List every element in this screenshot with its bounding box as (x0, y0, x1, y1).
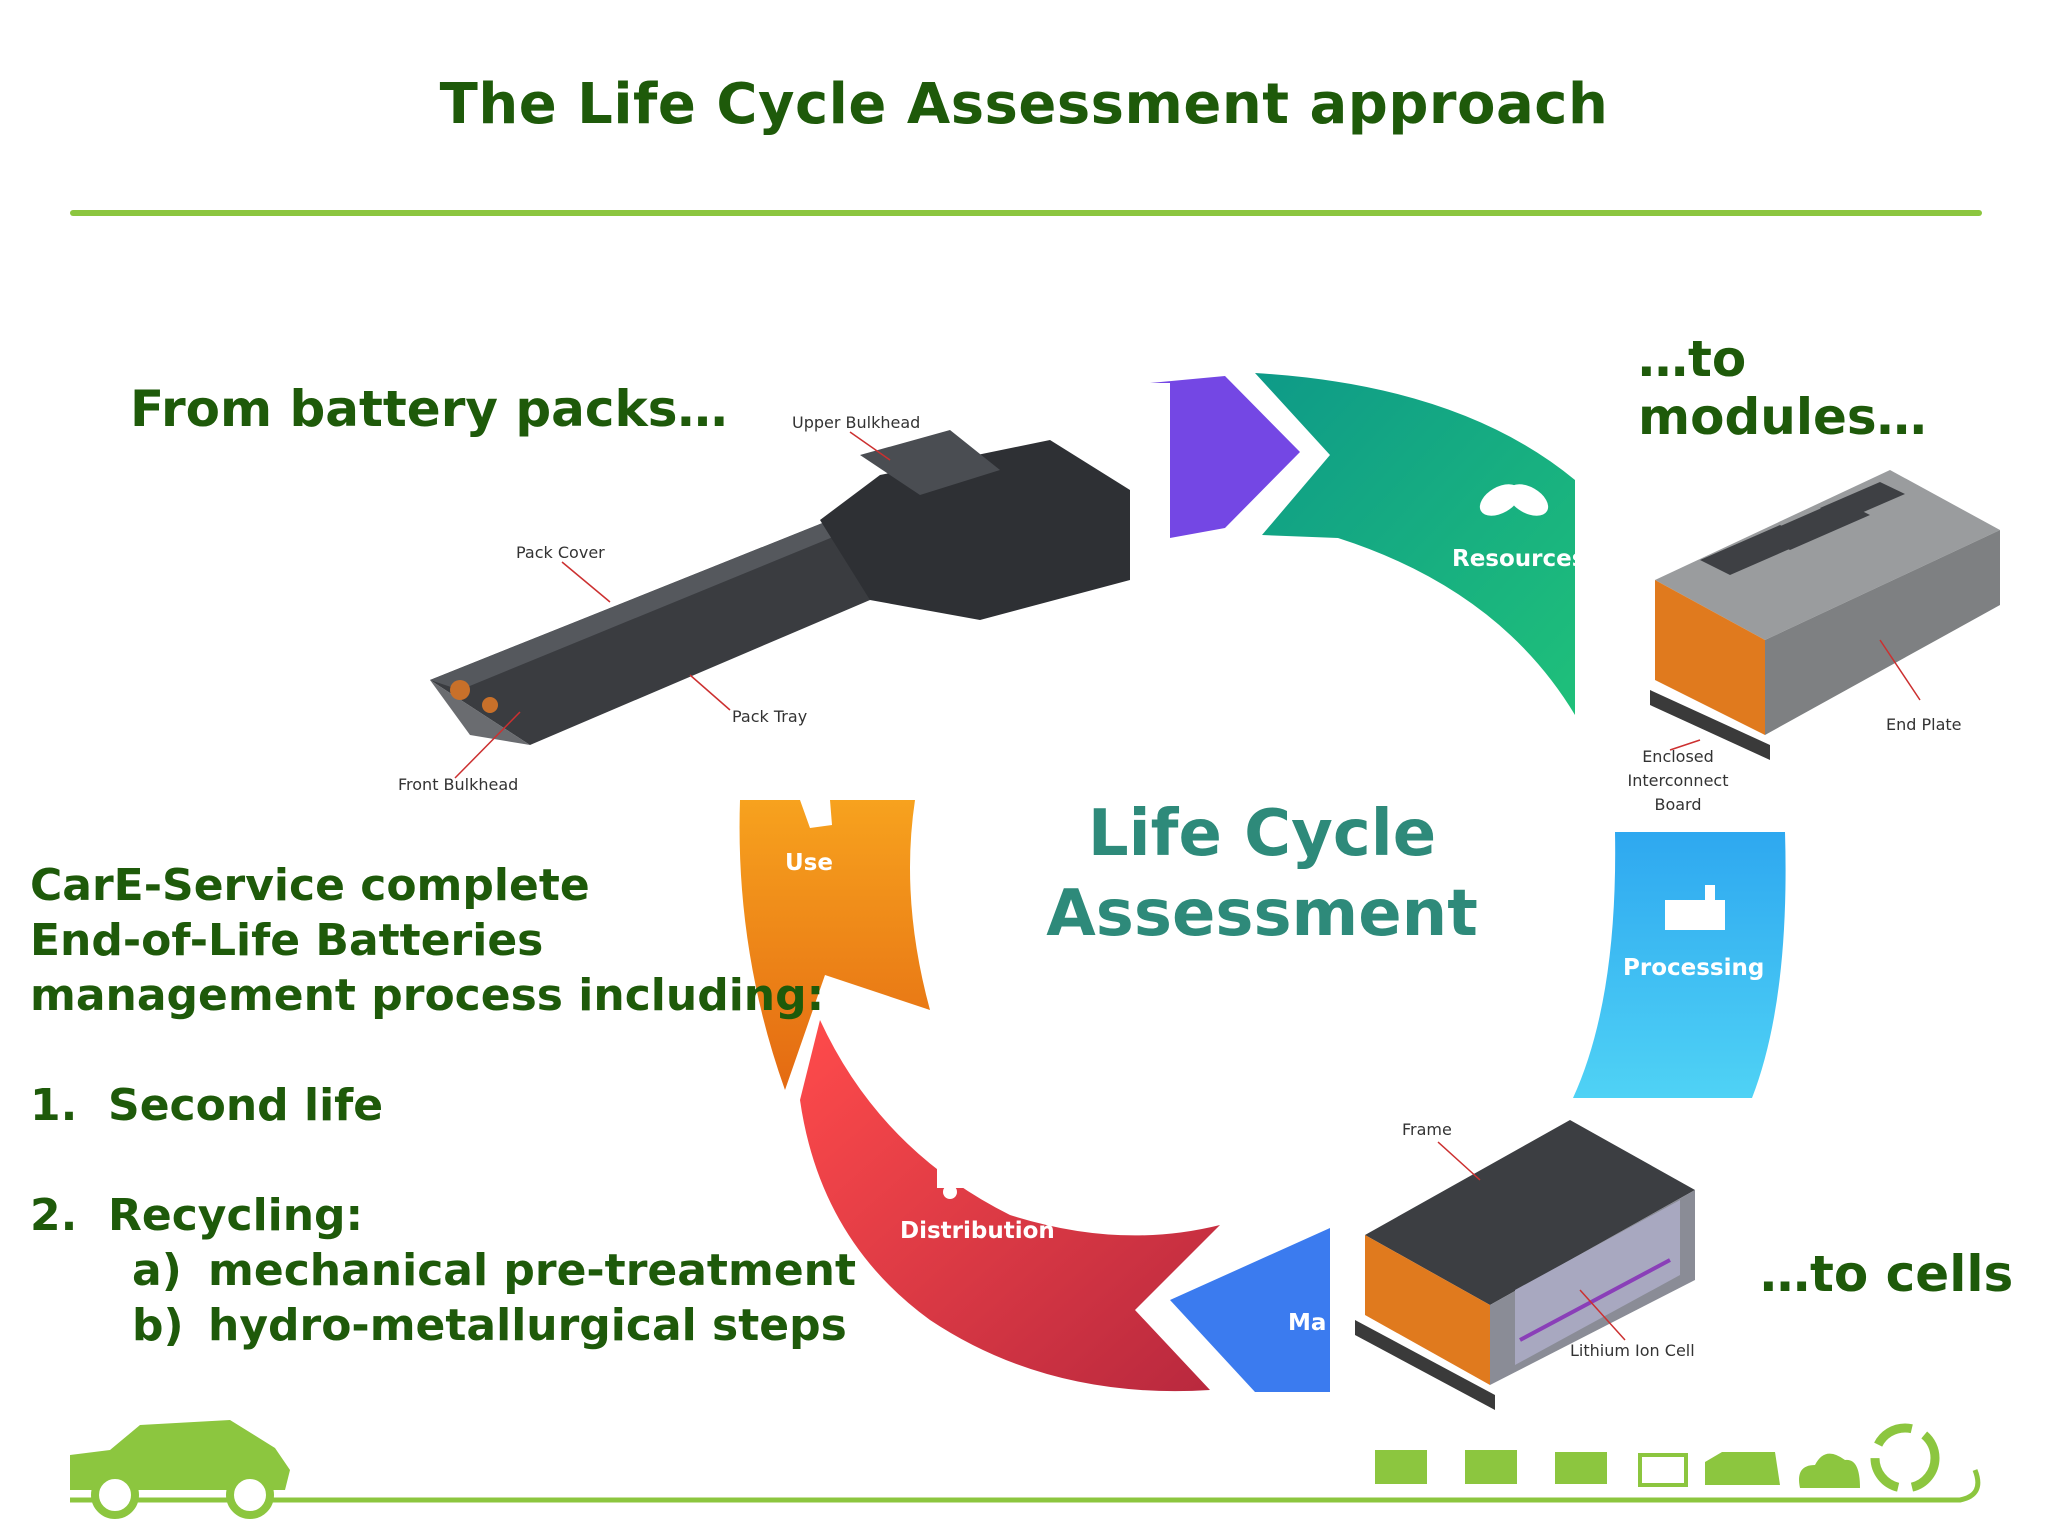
cycle-segment-use (739, 800, 930, 1090)
footer (70, 1420, 1981, 1519)
sub-label: hydro-metallurgical steps (208, 1300, 847, 1351)
cycle-segment-manufacturing (1170, 1228, 1330, 1392)
segment-label-distribution: Distribution (900, 1218, 1055, 1244)
module-image (1650, 470, 2000, 760)
sub-item-hydro: b) hydro-metallurgical steps (132, 1298, 847, 1353)
slide-title: The Life Cycle Assessment approach (439, 72, 1609, 137)
list-number: 1. (30, 1080, 78, 1131)
module-leader-lines (1669, 639, 1921, 751)
label-enclosed-line3: Board (1654, 795, 1701, 814)
segment-label-processing: Processing (1623, 955, 1764, 981)
description-line-3: management process including: (30, 970, 825, 1021)
sub-letter: a) (132, 1245, 182, 1296)
segment-label-use: Use (785, 850, 833, 876)
truck-check-icon (1375, 1450, 1427, 1484)
process-icon (1555, 1452, 1607, 1484)
factory-icon (1665, 885, 1725, 930)
label-enclosed-line2: Interconnect (1628, 771, 1729, 790)
description-line-2: End-of-Life Batteries (30, 915, 544, 966)
label-front-bulkhead: Front Bulkhead (398, 775, 518, 794)
leaf-icon (1479, 484, 1549, 516)
segment-label-manufacturing: Ma (1288, 1310, 1326, 1336)
description-line-1: CarE-Service complete (30, 860, 590, 911)
center-title-line1: Life Cycle (1088, 797, 1436, 871)
title-divider (70, 210, 1982, 216)
list-item-second-life: 1. Second life (30, 1078, 383, 1133)
battery-pack-image (430, 430, 1130, 745)
label-enclosed-line1: Enclosed (1642, 747, 1714, 766)
truck-icon (937, 1158, 1004, 1199)
truck-tools-icon (1465, 1450, 1517, 1484)
pack-leader-lines (454, 431, 891, 779)
recycle-plug-icon (1870, 1423, 1940, 1493)
battery-icon (1638, 1453, 1688, 1487)
sub-item-mechanical: a) mechanical pre-treatment (132, 1243, 856, 1298)
label-pack-tray: Pack Tray (732, 707, 807, 726)
list-item-recycling: 2. Recycling: (30, 1188, 363, 1243)
sub-letter: b) (132, 1300, 184, 1351)
car-icon (70, 1420, 290, 1519)
cell-leader-lines (1437, 1141, 1626, 1341)
list-label: Second life (108, 1080, 384, 1131)
label-end-plate: End Plate (1886, 715, 1962, 734)
center-title-line2: Assessment (1046, 877, 1478, 951)
cycle-segment-purple (1150, 376, 1300, 538)
list-number: 2. (30, 1190, 78, 1241)
hand-icon (800, 800, 832, 828)
cloud-icon (1799, 1453, 1860, 1488)
heading-modules: …to modules… (1638, 330, 1927, 446)
cycle-segment-processing (1573, 832, 1786, 1098)
label-frame: Frame (1402, 1120, 1452, 1139)
cycle-segment-resources (1255, 373, 1575, 715)
sub-label: mechanical pre-treatment (208, 1245, 857, 1296)
heading-battery-packs: From battery packs… (130, 380, 728, 438)
label-pack-cover: Pack Cover (516, 543, 605, 562)
list-label: Recycling: (108, 1190, 364, 1241)
cycle-segment-distribution (800, 1020, 1220, 1392)
label-upper-bulkhead: Upper Bulkhead (792, 413, 920, 432)
segment-label-resources: Resources (1452, 546, 1585, 572)
cell-image (1355, 1120, 1695, 1410)
car-front-icon (1705, 1452, 1780, 1485)
label-lithium-ion-cell: Lithium Ion Cell (1570, 1341, 1695, 1360)
heading-cells: …to cells (1760, 1245, 2014, 1303)
